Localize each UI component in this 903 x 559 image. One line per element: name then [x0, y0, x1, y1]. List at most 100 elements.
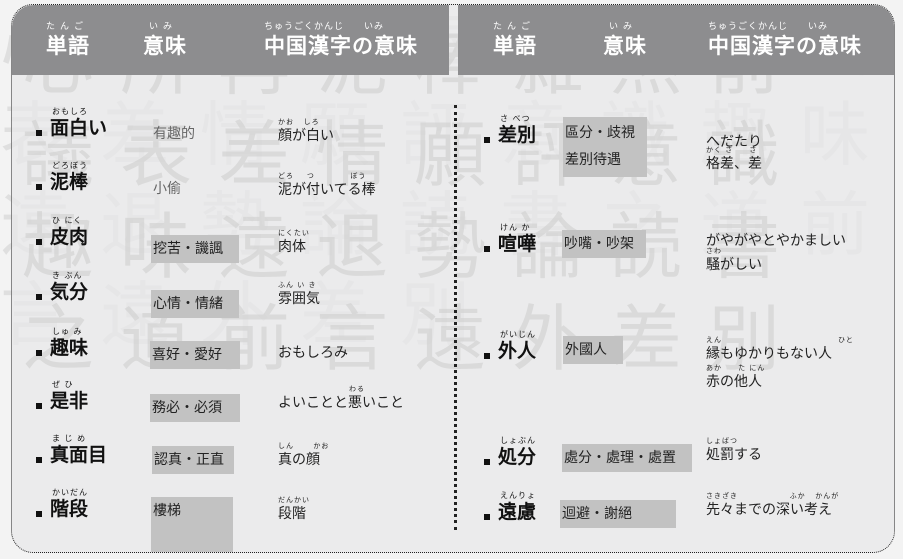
kanji-meaning: へだたり かく さ さ格差、差 — [706, 123, 762, 173]
bullet-icon — [484, 137, 490, 143]
kanji-meaning: さきざき ふか かんが先々までの深い考え — [706, 491, 839, 519]
word-text: 外人 — [498, 340, 537, 362]
word-text: 趣味 — [50, 337, 89, 359]
vocab-row: どろぼう 泥棒 小偷 どろ つ ぼう泥が付いてる棒 — [36, 160, 456, 210]
vocab-row: き ぶん 気分 心情・情緒 ふん い き雰囲気 — [36, 270, 456, 320]
chinese-meaning: 外國人 — [563, 336, 623, 364]
header-meaning-ruby: いみ — [149, 22, 178, 32]
kanji-meaning-text: 縁もゆかりもない人 — [706, 346, 832, 362]
word-text: 皮肉 — [50, 226, 89, 248]
kanji-meaning-ruby: かく さ さ — [706, 146, 758, 154]
word-text: 喧嘩 — [498, 233, 537, 255]
word-ruby: がいじん — [500, 330, 536, 339]
vocab-row: さ べつ 差別 區分・歧視 差別待遇 へだたり かく さ さ格差、差 — [484, 113, 894, 183]
word-ruby: どろぼう — [52, 161, 88, 170]
column-divider — [454, 105, 457, 530]
header-meaning: いみ 意味 — [603, 21, 647, 59]
kanji-meaning-ruby: しょばつ — [706, 437, 738, 445]
header-word-label: 単語 — [493, 34, 537, 58]
word-ruby: ま じ め — [52, 434, 87, 443]
kanji-meaning-ruby: あか た にん — [706, 364, 766, 372]
vocab-row: ま じ め 真面目 認真・正直 しん かお真の顔 — [36, 433, 456, 483]
header-meaning-label: 意味 — [143, 34, 187, 58]
bullet-icon — [484, 459, 490, 465]
word-ruby: き ぶん — [52, 271, 83, 280]
vocab-word: けん か 喧嘩 — [498, 222, 536, 255]
kanji-meaning-text: 格差、差 — [706, 156, 762, 172]
header-chinese-meaning: ちゅうごくかんじ いみ 中国漢字の意味 — [264, 21, 418, 59]
word-ruby: ひ にく — [52, 216, 83, 225]
word-ruby: おもしろ — [52, 107, 88, 116]
word-ruby: けん か — [500, 223, 531, 232]
bullet-icon — [36, 350, 42, 356]
word-text: 是非 — [50, 390, 89, 412]
kanji-meaning-text: 顔が白い — [278, 128, 334, 144]
left-column-header: たんご 単語 いみ 意味 ちゅうごくかんじ いみ 中国漢字の意味 — [12, 5, 449, 75]
kanji-meaning-ruby — [278, 334, 348, 344]
kanji-meaning-text: よいことと悪いこと — [278, 395, 404, 411]
word-ruby: かいだん — [52, 488, 88, 497]
chinese-meaning: 喜好・愛好 — [150, 341, 240, 369]
kanji-meaning-text: 処罰する — [706, 447, 762, 463]
vocab-word: さ べつ 差別 — [498, 113, 536, 146]
word-ruby: しゅ み — [52, 327, 83, 336]
kanji-meaning: わるよいことと悪いこと — [278, 384, 404, 412]
bullet-icon — [36, 239, 42, 245]
bullet-icon — [484, 353, 490, 359]
vocab-word: どろぼう 泥棒 — [50, 160, 88, 193]
chinese-meaning: 挖苦・譏諷 — [151, 235, 239, 263]
kanji-meaning-text: へだたり — [706, 134, 762, 150]
vocab-row: かいだん 階段 樓梯 だんかい段階 — [36, 487, 456, 552]
vocabulary-card: 心所再泥棒雜然前議表差情願評意識趣味遠退勢論読書之道前言遠外差別 たんご 単語 … — [11, 4, 895, 553]
chinese-meaning: 樓梯 — [151, 497, 233, 552]
kanji-meaning-text: 泥が付いてる棒 — [278, 182, 376, 198]
vocab-row: けん か 喧嘩 吵嘴・吵架 がやがやとやかましい さわ騒がしい — [484, 222, 894, 292]
header-word-label: 単語 — [46, 34, 90, 58]
header-meaning-ruby: いみ — [609, 22, 638, 32]
vocab-word: き ぶん 気分 — [50, 270, 88, 303]
kanji-meaning: しん かお真の顔 — [278, 441, 329, 469]
chinese-meaning: 迴避・謝絕 — [560, 500, 676, 528]
bullet-icon — [36, 294, 42, 300]
header-word-ruby: たんご — [46, 22, 89, 32]
chinese-meaning: 有趣的 — [153, 126, 195, 142]
kanji-meaning-text: 騒がしい — [706, 257, 762, 273]
kanji-meaning: かお しろ顔が白い — [278, 117, 334, 145]
vocab-row: しょぶん 処分 處分・處理・處置 しょばつ処罰する — [484, 435, 894, 485]
kanji-meaning-text: おもしろみ — [278, 345, 348, 361]
vocab-word: しゅ み 趣味 — [50, 326, 88, 359]
kanji-meaning: だんかい段階 — [278, 495, 310, 523]
word-text: 遠慮 — [498, 501, 537, 523]
kanji-meaning-text: がやがやとやかましい — [706, 233, 846, 249]
right-column-header: たんご 単語 いみ 意味 ちゅうごくかんじ いみ 中国漢字の意味 — [458, 5, 894, 75]
kanji-meaning-ruby: ふん い き — [278, 281, 317, 289]
vocab-row: おもしろ 面白い 有趣的 かお しろ顔が白い — [36, 106, 456, 156]
chinese-meaning-line: 區分・歧視 — [565, 125, 635, 141]
word-text: 気分 — [50, 281, 89, 303]
chinese-meaning: 小偷 — [153, 181, 181, 197]
word-text: 差別 — [498, 124, 537, 146]
word-text: 処分 — [498, 446, 537, 468]
kanji-meaning-text: 真の顔 — [278, 452, 320, 468]
chinese-meaning: 處分・處理・處置 — [562, 444, 692, 472]
kanji-meaning-ruby: だんかい — [278, 496, 310, 504]
vocab-word: かいだん 階段 — [50, 487, 88, 520]
kanji-meaning-ruby: にくたい — [278, 229, 310, 237]
header-chinese-meaning-label: 中国漢字の意味 — [264, 34, 418, 58]
vocab-word: ひ にく 皮肉 — [50, 215, 88, 248]
vocab-word: えんりょ 遠慮 — [498, 490, 536, 523]
chinese-meaning: 認真・正直 — [152, 446, 234, 474]
header-word-ruby: たんご — [493, 22, 536, 32]
vocab-row: がいじん 外人 外國人 えん ひと縁もゆかりもない人 あか た にん赤の他人 — [484, 329, 894, 399]
chinese-meaning: 吵嘴・吵架 — [562, 230, 646, 258]
kanji-meaning-text: 段階 — [278, 506, 306, 522]
word-text: 面白い — [50, 117, 108, 139]
header-word: たんご 単語 — [493, 21, 537, 59]
kanji-meaning-ruby: さわ — [706, 247, 722, 255]
kanji-meaning-ruby: しん かお — [278, 442, 330, 450]
header-meaning-label: 意味 — [603, 34, 647, 58]
vocab-row: しゅ み 趣味 喜好・愛好 おもしろみ — [36, 326, 456, 376]
header-chinese-meaning: ちゅうごくかんじ いみ 中国漢字の意味 — [708, 21, 862, 59]
kanji-meaning-ruby: さきざき ふか かんが — [706, 492, 840, 500]
bullet-icon — [36, 184, 42, 190]
